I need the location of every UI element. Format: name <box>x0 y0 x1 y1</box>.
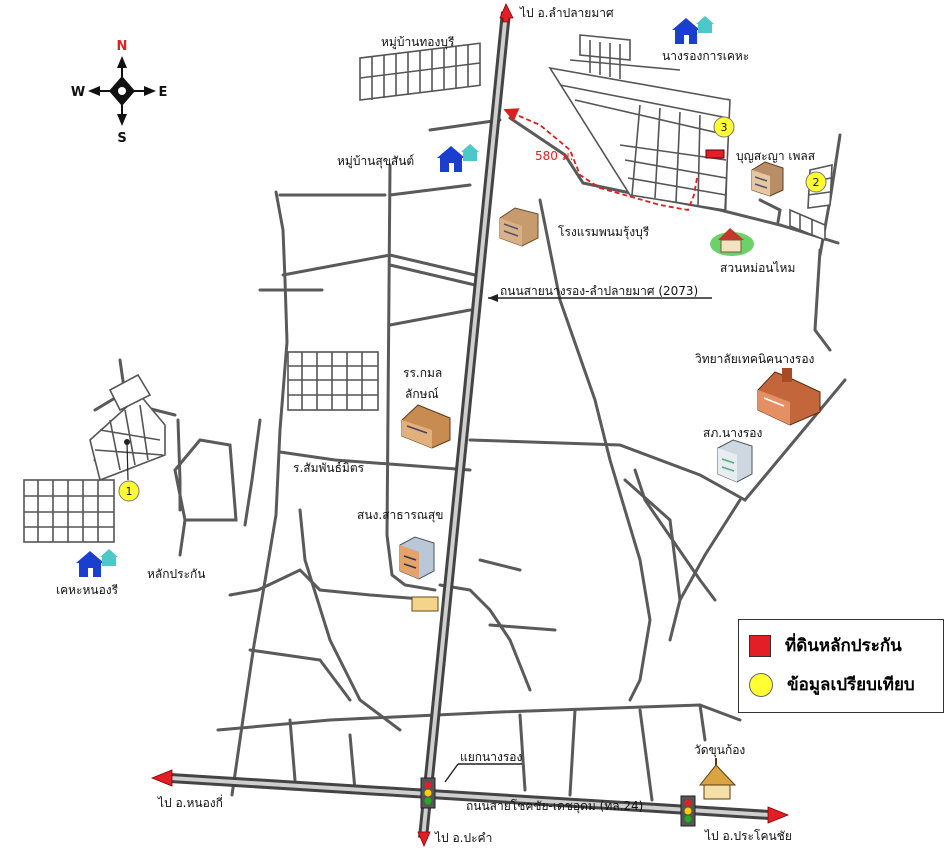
marker-3-label: 3 <box>721 121 728 134</box>
hotel-building-icon <box>499 207 539 247</box>
lots-school-area <box>287 351 379 411</box>
map-legend: ที่ดินหลักประกัน ข้อมูลเปรียบเทียบ <box>738 619 944 713</box>
college-building-icon <box>757 368 821 426</box>
label-direction-east: ไป อ.ประโคนชัย <box>704 829 792 843</box>
house-icon <box>76 549 118 577</box>
house-icon <box>437 144 479 172</box>
label-direction-west: ไป อ.หนองกี่ <box>157 794 223 810</box>
collateral-land-marker <box>705 149 725 159</box>
comparison-marker-2: 2 <box>805 171 827 193</box>
comparison-marker-3: 3 <box>713 116 735 138</box>
compass-south: S <box>117 131 126 146</box>
legend-label-collateral: ที่ดินหลักประกัน <box>785 636 902 656</box>
legend-row-collateral: ที่ดินหลักประกัน <box>749 632 902 659</box>
label-junction: แยกนางรอง <box>460 750 522 764</box>
police-station-icon <box>717 439 753 483</box>
label-thong-buri: หมู่บ้านทองบุรี <box>381 35 455 50</box>
arrow-north-icon <box>499 3 514 23</box>
lots-nangrong-housing <box>548 34 731 211</box>
traffic-light-icon <box>680 795 696 827</box>
label-suksan: หมู่บ้านสุขสันต์ <box>337 154 414 169</box>
label-road-2073: ถนนสายนางรอง-ลำปลายมาศ (2073) <box>500 284 698 298</box>
lots-west <box>23 373 166 543</box>
temple-icon <box>698 758 737 800</box>
highway-24 <box>169 773 771 820</box>
label-road-24: ถนนสายโชคชัย-เดชอุดม (ทล.24) <box>466 799 643 814</box>
label-police: สภ.นางรอง <box>703 426 762 440</box>
label-nangrong-housing: นางรองการเคหะ <box>662 49 749 63</box>
sign-board-icon <box>411 596 439 612</box>
direction-arrows <box>150 3 790 848</box>
compass-west: W <box>71 85 85 100</box>
collateral-square-icon <box>749 634 771 657</box>
label-hotel: โรงแรมพนมรุ้งบุรี <box>558 225 650 240</box>
compass-icon: N S W E <box>71 39 168 146</box>
compass-north: N <box>117 39 128 54</box>
distance-path <box>503 108 698 212</box>
highway-2073 <box>418 11 511 839</box>
condo-building-icon <box>751 161 784 197</box>
housing-lots <box>23 34 833 543</box>
legend-row-comparison: ข้อมูลเปรียบเทียบ <box>749 671 915 698</box>
label-direction-south: ไป อ.ปะคำ <box>434 831 492 845</box>
arrow-west-icon <box>150 769 173 787</box>
legend-label-comparison: ข้อมูลเปรียบเทียบ <box>787 675 915 695</box>
label-distance: 580 ม. <box>535 149 573 163</box>
house-icon <box>672 16 714 44</box>
comparison-marker-1: 1 <box>118 439 140 502</box>
label-health: สนง.สาธารณสุข <box>357 508 443 523</box>
marker-2-label: 2 <box>813 176 820 189</box>
traffic-light-icon <box>420 777 436 809</box>
garden-house-icon <box>710 228 754 256</box>
label-boonsanya: บุญสะญา เพลส <box>736 149 816 164</box>
secondary-roads <box>93 98 847 802</box>
health-office-icon <box>399 536 435 580</box>
label-temple: วัดขุนก้อง <box>694 743 745 758</box>
compass-east: E <box>159 85 168 100</box>
label-housing-nongree: เคหะหนองรี <box>56 583 119 597</box>
school-building-icon <box>401 404 451 449</box>
comparison-circle-icon <box>749 672 773 697</box>
label-direction-north: ไป อ.ลำปลายมาศ <box>519 6 614 20</box>
marker-1-label: 1 <box>126 485 133 498</box>
label-school-road: ร.สัมพันธ์มิตร <box>293 461 365 475</box>
label-tech-college: วิทยาลัยเทคนิคนางรอง <box>695 352 815 366</box>
label-school-2: ลักษณ์ <box>405 387 439 401</box>
arrow-south-icon <box>417 831 431 848</box>
label-collateral: หลักประกัน <box>147 567 206 581</box>
lots-thong-buri <box>359 42 481 101</box>
label-school-1: รร.กมล <box>403 366 442 380</box>
label-garden: สวนหม่อนไหม <box>720 261 795 275</box>
arrow-east-icon <box>767 806 790 824</box>
